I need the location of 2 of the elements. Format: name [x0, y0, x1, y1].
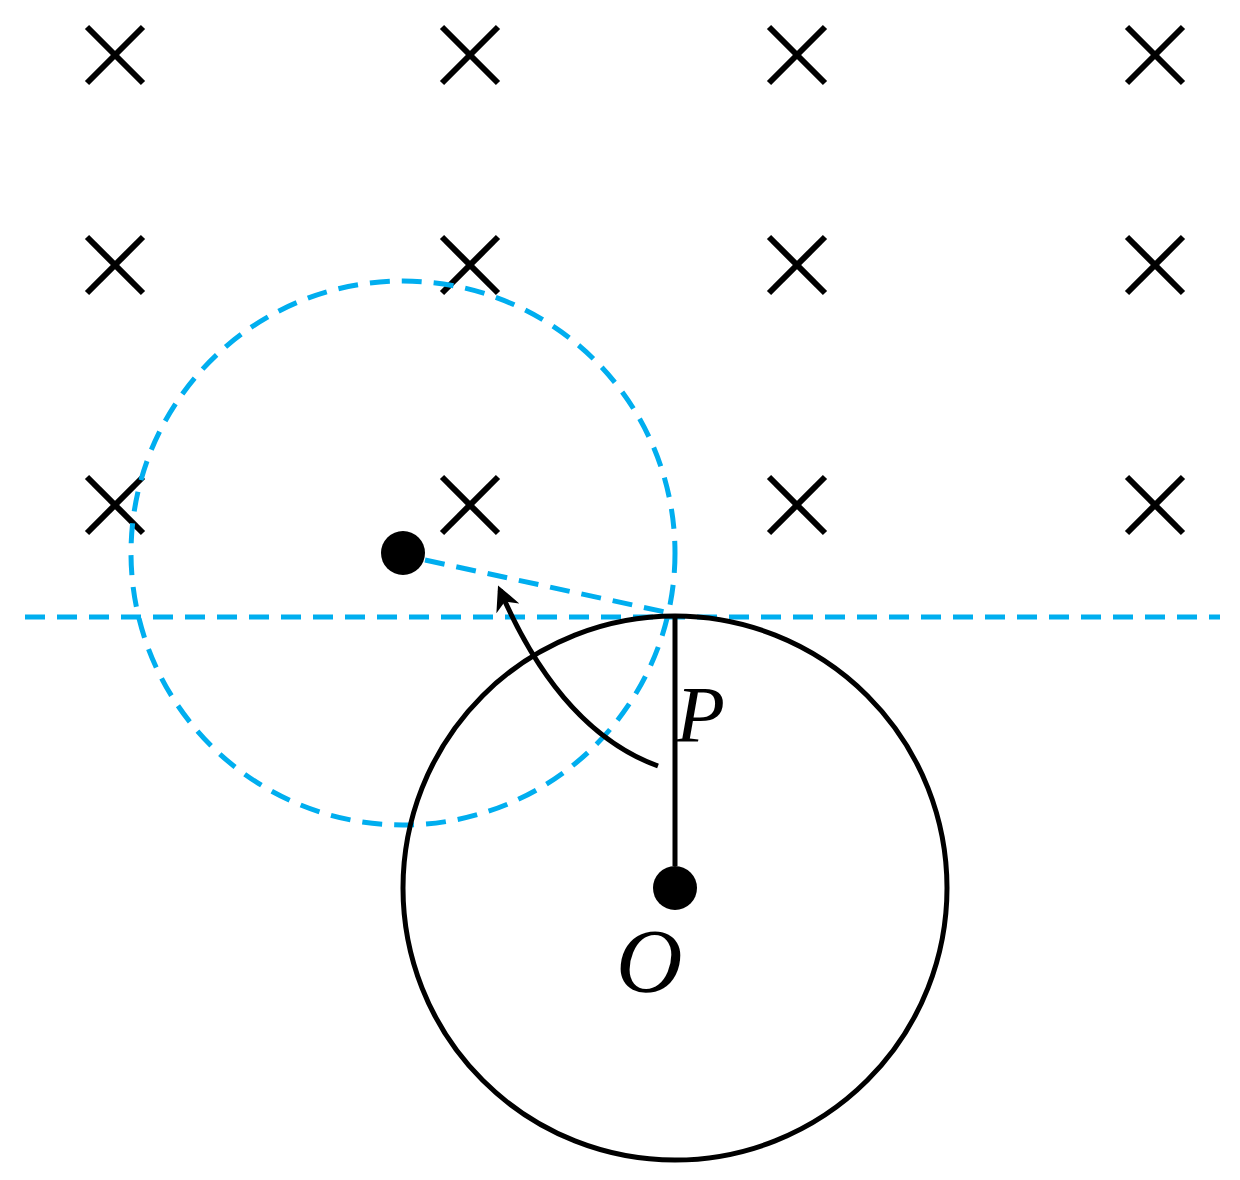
point-label: P: [676, 675, 725, 755]
point-label: O: [616, 915, 683, 1007]
